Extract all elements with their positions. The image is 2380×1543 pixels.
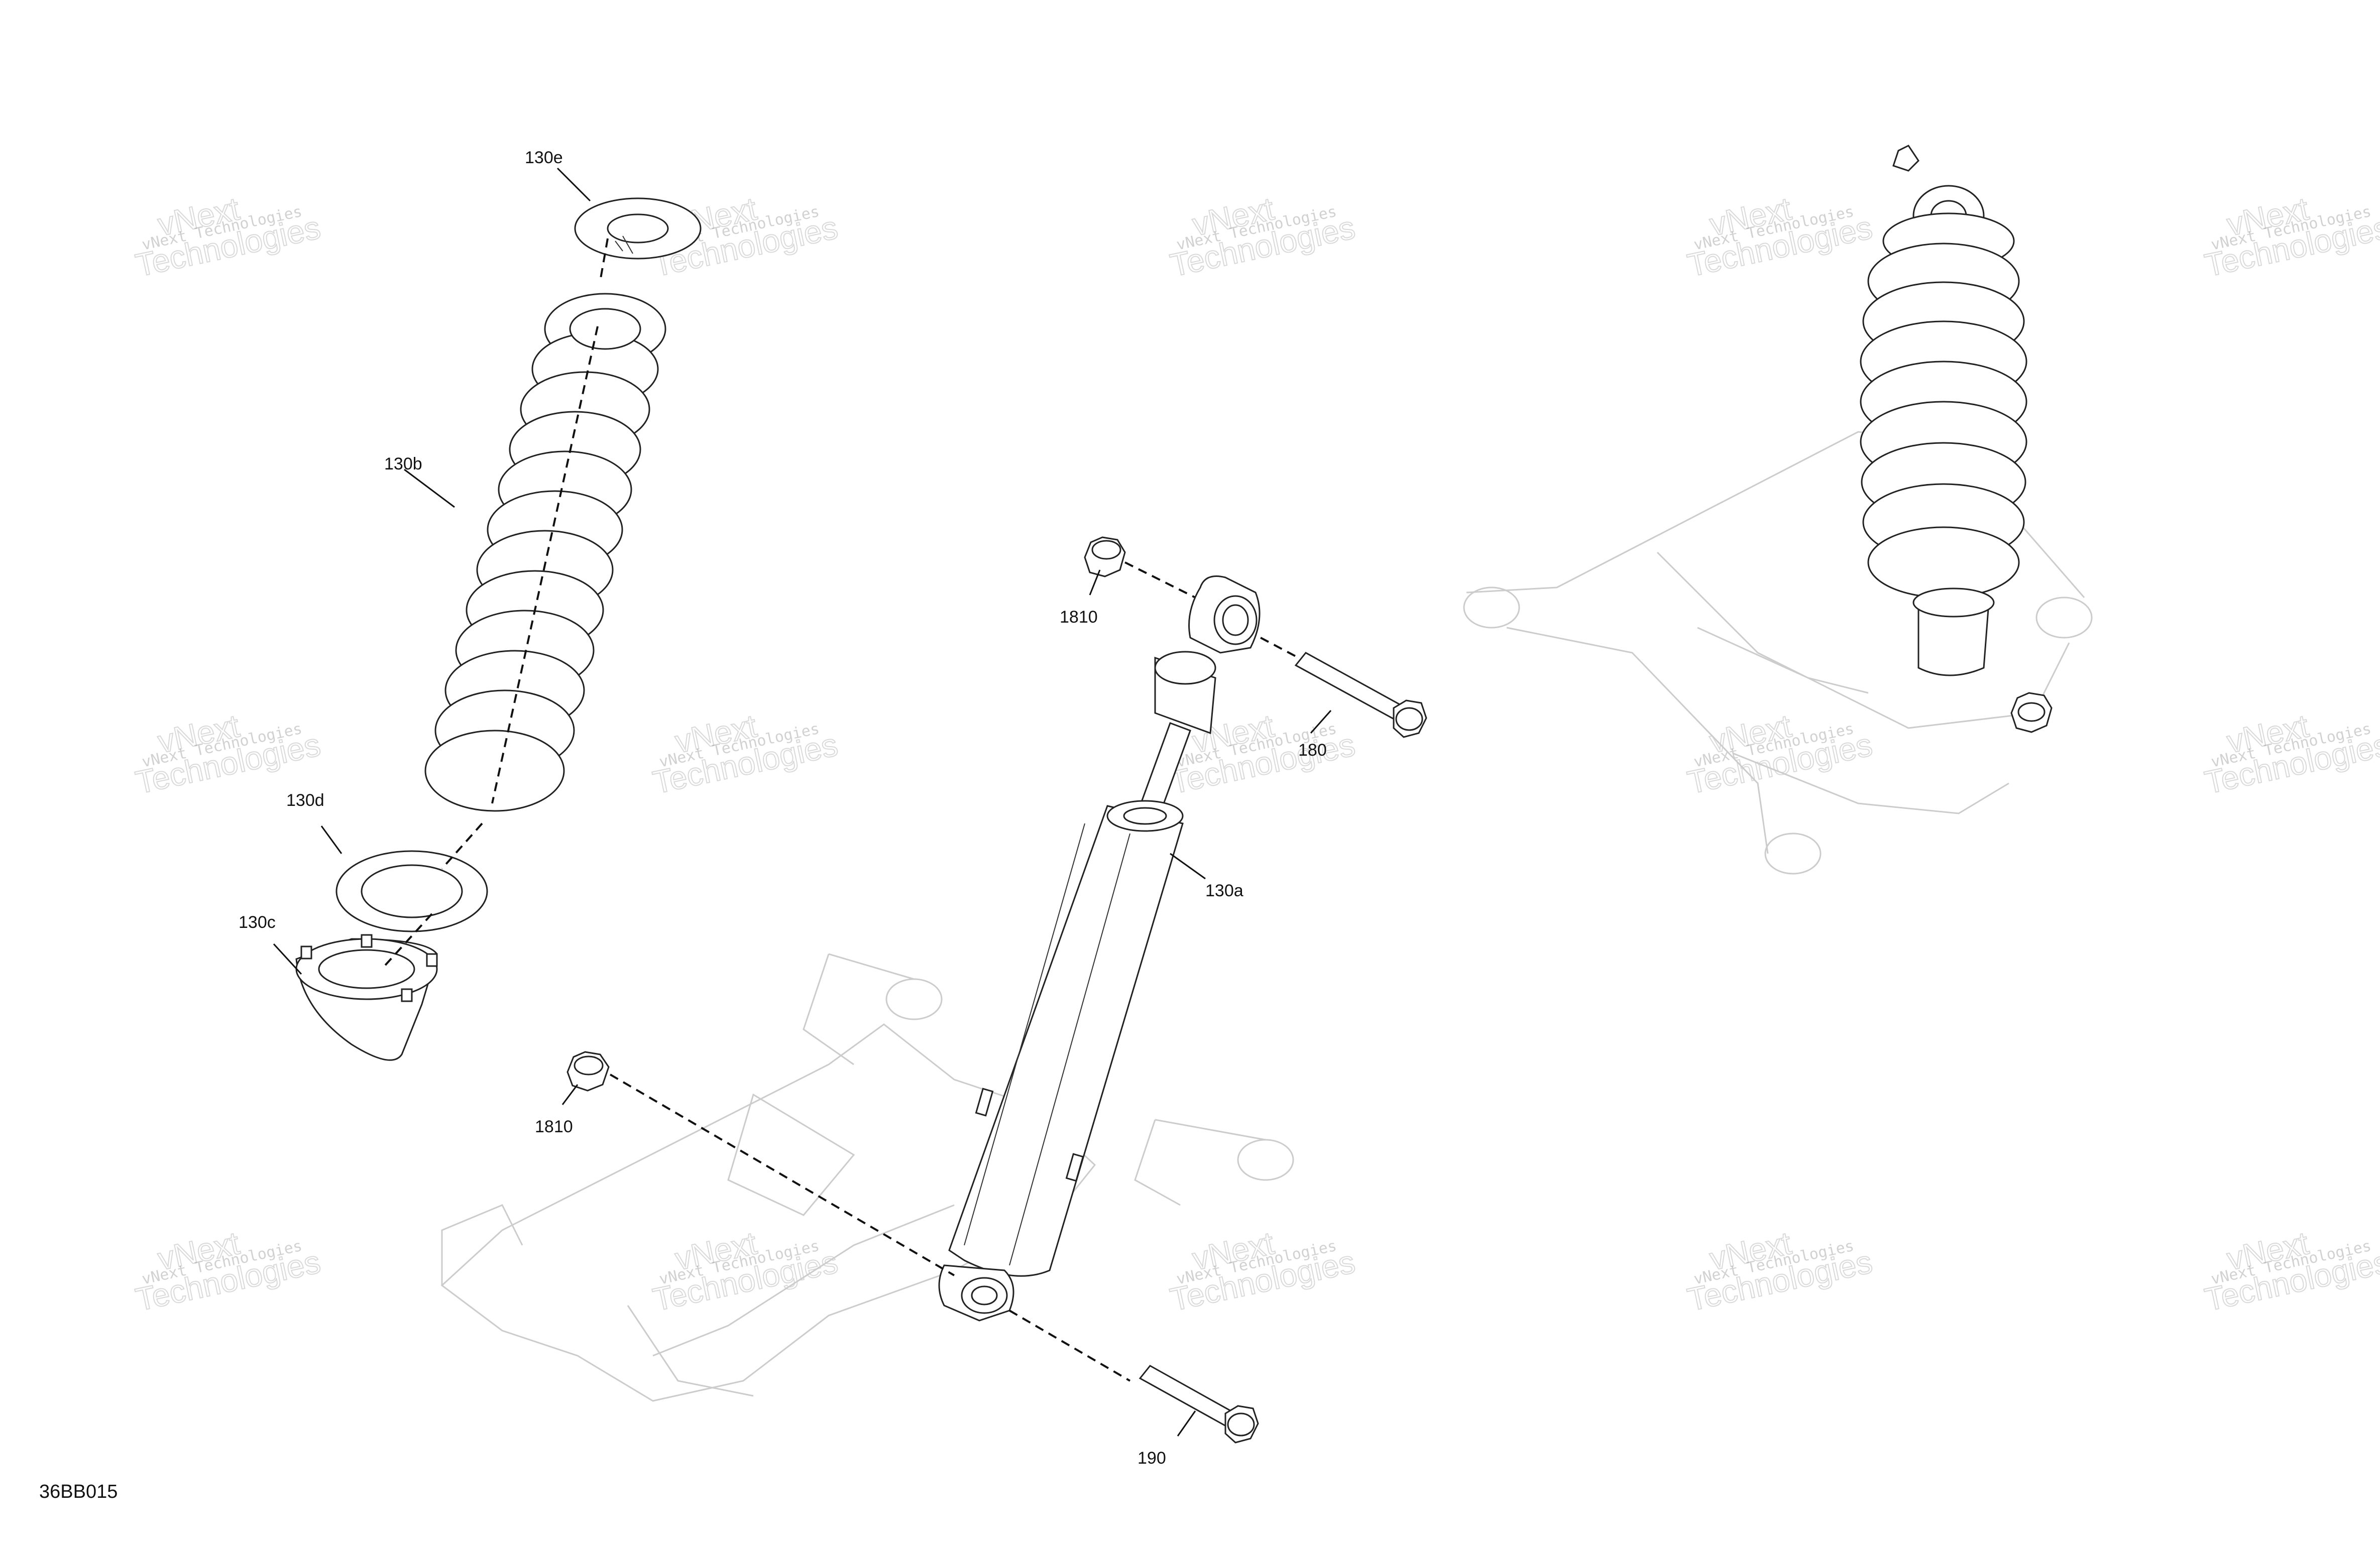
callout-130d: 130d: [286, 791, 324, 810]
adjuster-ring-130c: [295, 934, 438, 1061]
callout-130a: 130a: [1205, 881, 1243, 900]
watermark-3: vNext Technologies vNext Technologies: [1167, 190, 1358, 284]
callout-1810-bottom: 1810: [535, 1117, 573, 1136]
callout-130b: 130b: [384, 454, 422, 473]
shock-absorber-130a: [938, 575, 1261, 1322]
shock-assembly-installed: [1860, 145, 2053, 733]
coil-spring-130b: [424, 293, 666, 812]
bolt-190: [1139, 1365, 1259, 1444]
axis-line-spring: [381, 238, 609, 970]
watermark-5: vNext Technologies vNext Technologies: [2201, 190, 2380, 284]
bolt-180: [1294, 652, 1427, 738]
ghost-swing-arm-right: [1463, 431, 2093, 875]
callout-180: 180: [1298, 741, 1327, 760]
watermark-13: vNext Technologies vNext Technologies: [1167, 1224, 1358, 1318]
watermark-12: vNext Technologies vNext Technologies: [649, 1224, 841, 1318]
document-id: 36BB015: [39, 1481, 118, 1502]
watermark-14: vNext Technologies vNext Technologies: [1684, 1224, 1876, 1318]
leader-lines: [273, 167, 1332, 1437]
washer-130d: [335, 850, 488, 932]
watermark-7: vNext Technologies vNext Technologies: [649, 707, 841, 801]
watermark-6: vNext Technologies vNext Technologies: [132, 707, 324, 801]
watermark-4: vNext Technologies vNext Technologies: [1684, 190, 1876, 284]
spring-retainer-130e: [574, 197, 702, 260]
callout-190: 190: [1138, 1449, 1166, 1468]
watermark-9: vNext Technologies vNext Technologies: [1684, 707, 1876, 801]
watermark-1: vNext Technologies vNext Technologies: [132, 190, 324, 284]
callout-130c: 130c: [239, 913, 276, 932]
axis-line-bottom-bolt: [609, 1074, 1131, 1382]
nut-1810-top: [1084, 536, 1126, 577]
nut-1810-bottom: [566, 1051, 610, 1092]
ghost-swing-arm-center: [440, 953, 1294, 1402]
callout-labels: 130e 130b 130d 130c 1810 180 130a 1810 1…: [239, 148, 1327, 1468]
callout-130e: 130e: [525, 148, 563, 167]
watermark-15: vNext Technologies vNext Technologies: [2201, 1224, 2380, 1318]
watermark-11: vNext Technologies vNext Technologies: [132, 1224, 324, 1318]
callout-1810-top: 1810: [1060, 608, 1098, 627]
watermark-10: vNext Technologies vNext Technologies: [2201, 707, 2380, 801]
